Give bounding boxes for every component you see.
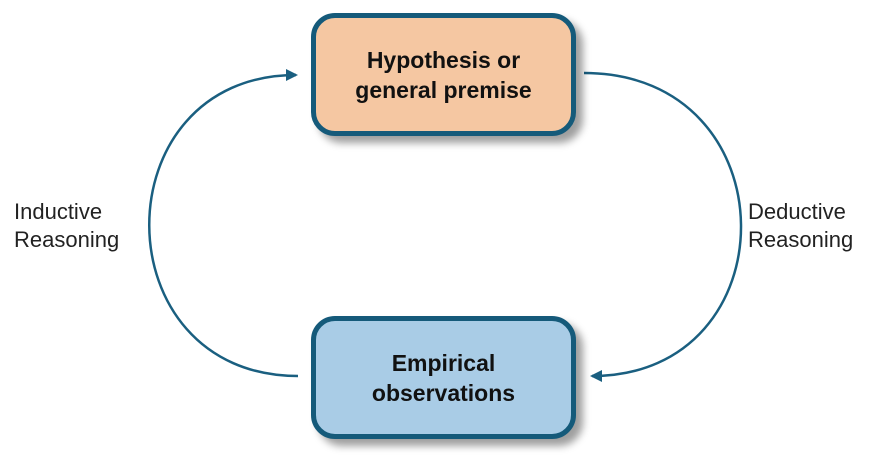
inductive-reasoning-label: Inductive Reasoning [14, 198, 119, 254]
inductive-label-line2: Reasoning [14, 227, 120, 252]
deductive-arrow [583, 71, 743, 382]
inductive-arrow [148, 69, 299, 378]
deductive-reasoning-label: Deductive Reasoning [748, 198, 853, 254]
hypothesis-node: Hypothesis or general premise [311, 13, 576, 136]
observations-label: Empirical observations [371, 349, 516, 406]
observations-node: Empirical observations [311, 316, 576, 439]
deductive-label-line1: Deductive [748, 199, 846, 224]
deductive-label-line2: Reasoning [748, 227, 854, 252]
inductive-label-line1: Inductive [14, 199, 103, 224]
hypothesis-label: Hypothesis or general premise [355, 46, 532, 103]
